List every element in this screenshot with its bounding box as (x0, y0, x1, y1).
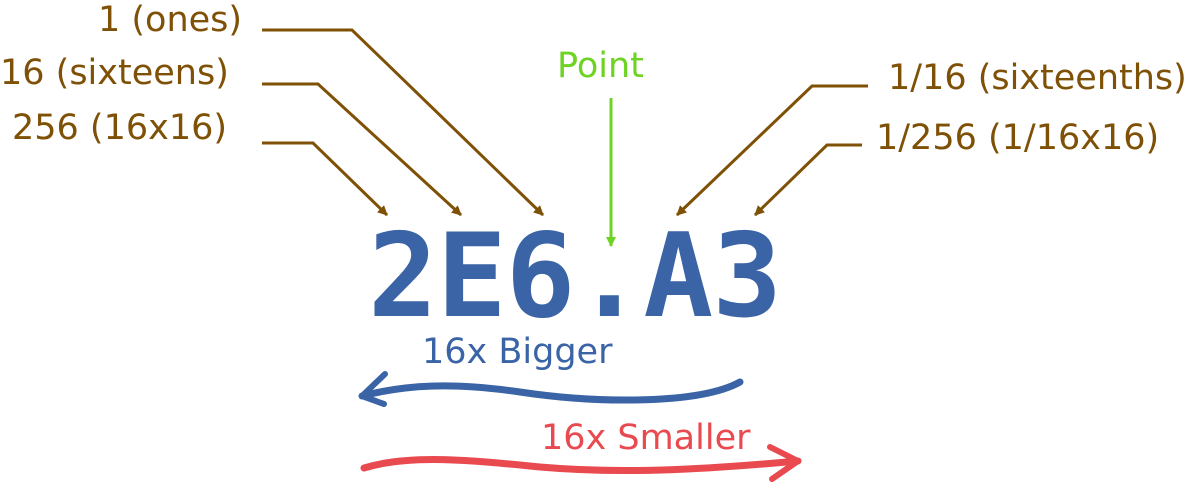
sixteenths-place-label: 1/16 (sixteenths) (888, 58, 1187, 98)
smaller-direction-arrow (360, 444, 802, 482)
bigger-direction-label: 16x Bigger (422, 332, 613, 372)
two-fifty-six-place-label: 256 (16x16) (12, 108, 228, 148)
two-fifty-six-leader-arrow (262, 141, 389, 217)
ones-place-label: 1 (ones) (98, 0, 243, 40)
smaller-direction-label: 16x Smaller (541, 418, 751, 458)
ones-leader-arrow (262, 28, 545, 217)
two-fifty-sixths-place-label: 1/256 (1/16x16) (876, 118, 1160, 158)
sixteens-leader-arrow (262, 82, 463, 217)
sixteens-place-label: 16 (sixteens) (0, 53, 229, 93)
sixteenths-leader-arrow (675, 84, 868, 217)
two-fifty-sixths-leader-arrow (753, 143, 862, 217)
bigger-direction-arrow (358, 371, 744, 407)
hex-number: 2E6.A3 (368, 209, 782, 344)
point-label: Point (557, 46, 644, 86)
